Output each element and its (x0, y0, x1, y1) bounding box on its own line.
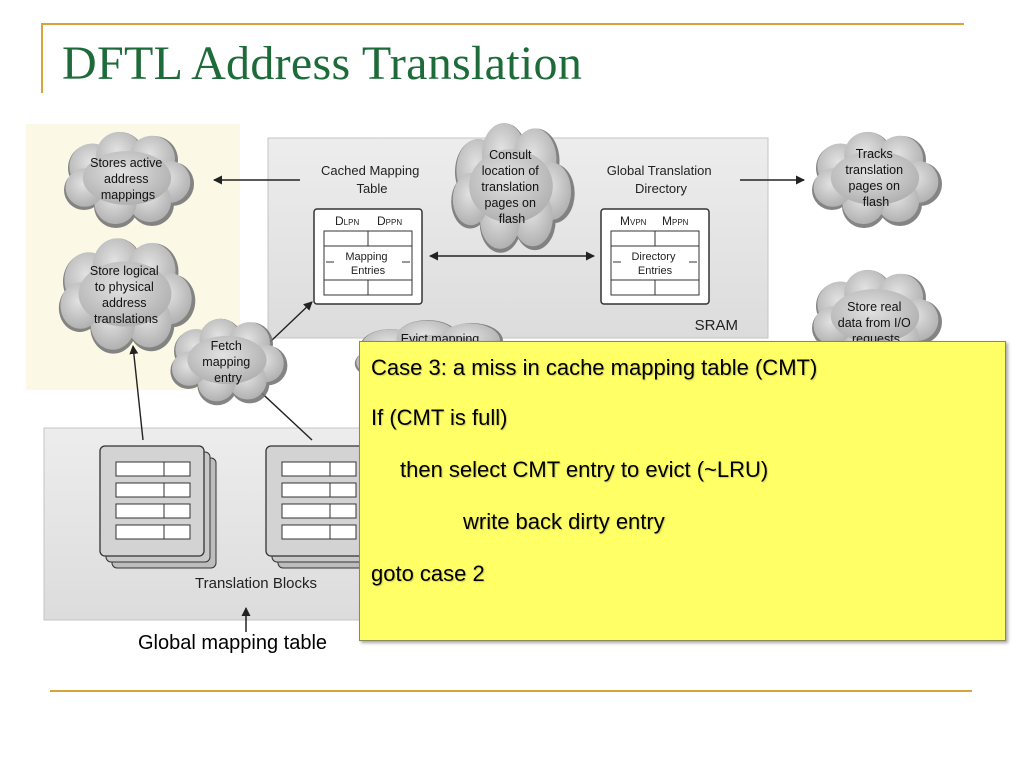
fetch-to-cmt-arrow (269, 301, 313, 343)
callout-line-case3: Case 3: a miss in cache mapping table (C… (371, 355, 818, 380)
gtd-title: Global Translation Directory (607, 163, 715, 196)
tracks-text: Tracks translation pages on flash (845, 147, 906, 209)
sram-label: SRAM (695, 317, 738, 334)
translation-block-stack-2 (265, 445, 383, 569)
callout-line-if: If (CMT is full) (371, 405, 508, 430)
cloud-store-logical: Store logical to physical address transl… (58, 238, 196, 354)
translation-block-stack-1 (99, 445, 217, 569)
blocks-to-store-logical-arrow (129, 345, 144, 441)
store-logical-text: Store logical to physical address transl… (90, 264, 162, 326)
cmt-header-dlpn: DLPN (335, 214, 359, 228)
callout-line-writeback: write back dirty entry (463, 509, 665, 534)
consult-text: Consult location of translation pages on… (481, 148, 542, 226)
stores-active-text: Stores active address mappings (90, 156, 166, 202)
gtd-header-mppn: MPPN (662, 214, 689, 228)
callout-line-then: then select CMT entry to evict (~LRU) (400, 457, 769, 482)
cloud-stores-active: Stores active address mappings (64, 131, 194, 228)
cached-mapping-table: DLPN DPPN Mapping Entries (313, 208, 423, 305)
case3-callout: Case 3: a miss in cache mapping table (C… (359, 341, 1006, 641)
cloud-tracks: Tracks translation pages on flash (812, 131, 942, 228)
global-translation-directory: MVPN MPPN Directory Entries (600, 208, 710, 305)
slide-title: DFTL Address Translation (62, 37, 583, 90)
bottom-rule (50, 690, 972, 692)
gtd-header-mvpn: MVPN (620, 214, 647, 228)
cmt-title: Cached Mapping Table (321, 163, 423, 196)
global-mapping-table-caption: Global mapping table (138, 632, 328, 654)
callout-line-goto: goto case 2 (371, 561, 485, 586)
cloud-consult: Consult location of translation pages on… (451, 123, 575, 253)
gtd-entries-label: Directory Entries (631, 251, 678, 277)
translation-blocks-label: Translation Blocks (195, 575, 317, 592)
cloud-fetch-mapping: Fetch mapping entry (170, 318, 288, 406)
cmt-entries-label: Mapping Entries (345, 251, 390, 277)
fetch-mapping-text: Fetch mapping entry (202, 339, 253, 385)
left-rule (41, 23, 43, 93)
top-rule (41, 23, 964, 25)
cmt-header-dppn: DPPN (377, 214, 402, 228)
